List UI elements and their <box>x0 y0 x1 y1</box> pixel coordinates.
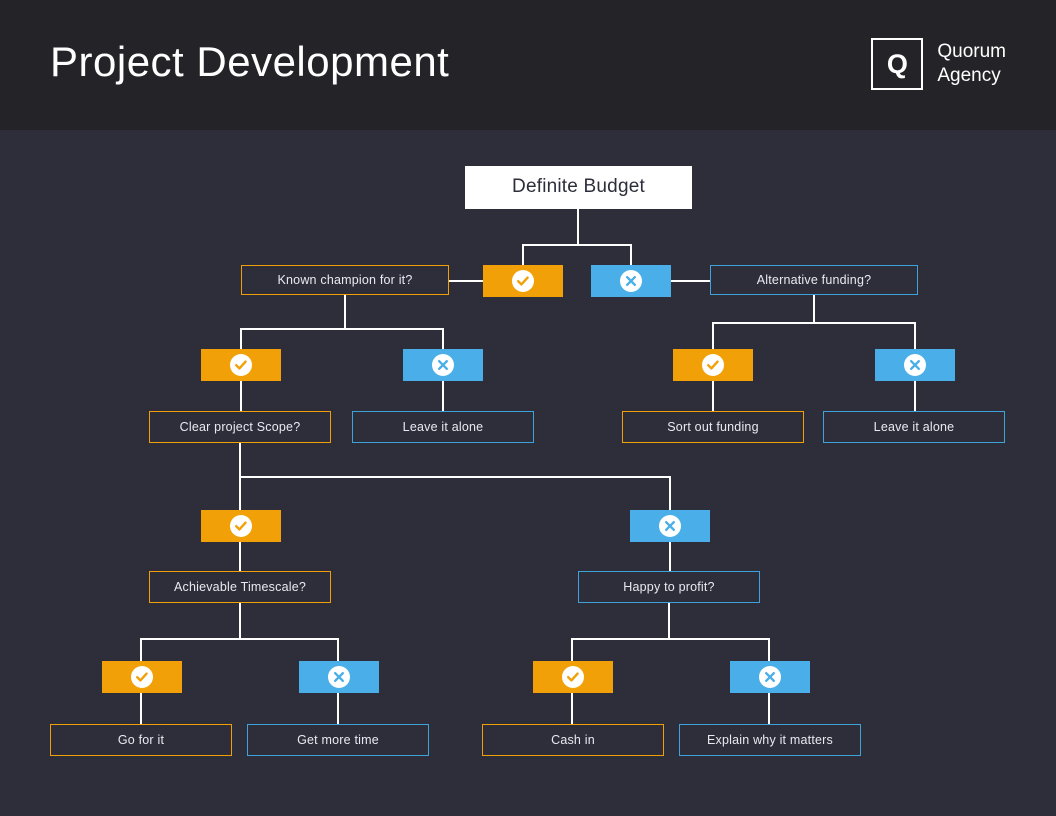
brand-name: Quorum Agency <box>937 40 1006 88</box>
node-label: Sort out funding <box>667 419 759 434</box>
node-box[interactable]: Get more time <box>247 724 429 756</box>
node-label: Known champion for it? <box>277 272 413 287</box>
connector-n2-d4 <box>712 295 815 349</box>
node-label: Go for it <box>117 732 165 747</box>
connector-n8-d11 <box>668 603 770 661</box>
check-icon <box>230 515 252 537</box>
check-icon <box>702 354 724 376</box>
cross-icon <box>904 354 926 376</box>
brand-logo: Q Quorum Agency <box>871 38 1006 90</box>
connector-n8-d10 <box>571 603 670 661</box>
connector-n2-d5 <box>813 295 916 349</box>
connector-n1-d3 <box>344 295 444 349</box>
node-box[interactable]: Happy to profit? <box>578 571 760 603</box>
decision-chip-no[interactable] <box>630 510 710 542</box>
node-box[interactable]: Achievable Timescale? <box>149 571 331 603</box>
node-box[interactable]: Clear project Scope? <box>149 411 331 443</box>
node-label: Achievable Timescale? <box>173 579 307 594</box>
connector-n3-d7 <box>239 443 671 510</box>
node-label: Leave it alone <box>402 419 484 434</box>
node-box[interactable]: Known champion for it? <box>241 265 449 295</box>
connector-n0-d1 <box>577 209 632 265</box>
page-title: Project Development <box>50 38 450 85</box>
brand-name-line2: Agency <box>937 65 1001 86</box>
cross-icon <box>620 270 642 292</box>
node-label: Leave it alone <box>873 419 955 434</box>
node-label: Cash in <box>551 732 595 747</box>
cross-icon <box>759 666 781 688</box>
decision-chip-no[interactable] <box>875 349 955 381</box>
cross-icon <box>659 515 681 537</box>
decision-chip-no[interactable] <box>299 661 379 693</box>
node-label: Alternative funding? <box>756 272 872 287</box>
decision-chip-yes[interactable] <box>673 349 753 381</box>
decision-chip-yes[interactable] <box>201 510 281 542</box>
decision-chip-yes[interactable] <box>102 661 182 693</box>
decision-chip-no[interactable] <box>591 265 671 297</box>
decision-chip-no[interactable] <box>730 661 810 693</box>
connector-n7-d9 <box>239 603 339 661</box>
cross-icon <box>328 666 350 688</box>
node-label: Clear project Scope? <box>179 419 301 434</box>
check-icon <box>512 270 534 292</box>
page-header: Project Development Q Quorum Agency <box>0 0 1056 130</box>
node-label: Get more time <box>297 732 379 747</box>
connector-n0-d0 <box>522 209 579 265</box>
decision-chip-no[interactable] <box>403 349 483 381</box>
decision-chip-yes[interactable] <box>201 349 281 381</box>
check-icon <box>562 666 584 688</box>
check-icon <box>131 666 153 688</box>
decision-chip-yes[interactable] <box>483 265 563 297</box>
node-box[interactable]: Explain why it matters <box>679 724 861 756</box>
node-label: Happy to profit? <box>623 579 715 594</box>
node-box[interactable]: Alternative funding? <box>710 265 918 295</box>
node-label: Explain why it matters <box>707 732 833 747</box>
cross-icon <box>432 354 454 376</box>
check-icon <box>230 354 252 376</box>
node-box[interactable]: Sort out funding <box>622 411 804 443</box>
brand-name-line1: Quorum <box>937 41 1006 63</box>
brand-mark-letter: Q <box>886 48 908 79</box>
connector-n1-d2 <box>240 295 346 349</box>
node-box[interactable]: Cash in <box>482 724 664 756</box>
node-root[interactable]: Definite Budget <box>465 166 692 209</box>
node-box[interactable]: Leave it alone <box>352 411 534 443</box>
connector-n7-d8 <box>140 603 241 661</box>
connector-layer <box>140 209 916 724</box>
node-label: Definite Budget <box>512 176 645 198</box>
decision-chip-yes[interactable] <box>533 661 613 693</box>
node-box[interactable]: Leave it alone <box>823 411 1005 443</box>
brand-mark-box: Q <box>871 38 924 90</box>
node-box[interactable]: Go for it <box>50 724 232 756</box>
